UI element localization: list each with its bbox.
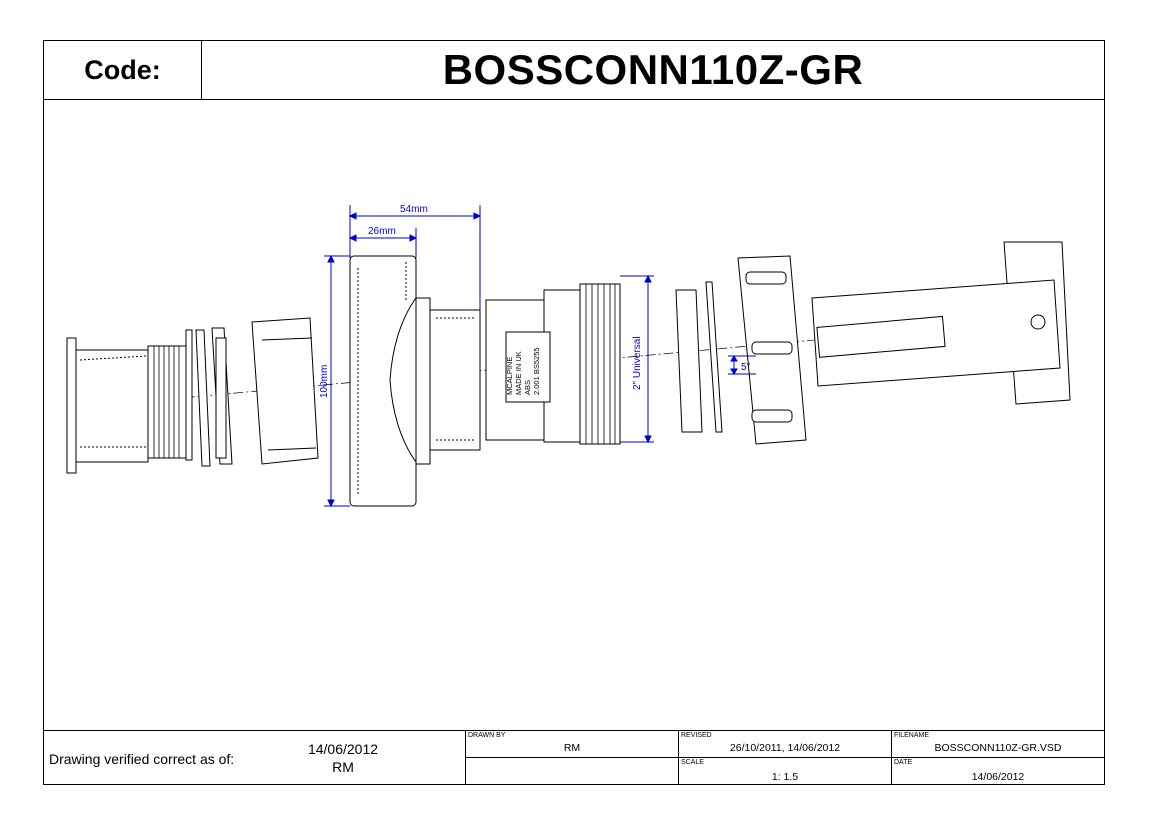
part-tail [811, 241, 1071, 405]
scale-label: SCALE [681, 759, 704, 766]
scale-cell: SCALE 1: 1.5 [679, 758, 892, 785]
title-block-holder: Drawing verified correct as of: 14/06/20… [43, 40, 1105, 785]
revised-cell: REVISED 26/10/2011, 14/06/2012 [679, 731, 892, 758]
header-row: Code: BOSSCONN110Z-GR [44, 41, 1104, 100]
verified-date: 14/06/2012 [307, 741, 379, 757]
date-label: DATE [894, 759, 913, 766]
drawn-by-label: DRAWN BY [468, 732, 506, 739]
part-washers [195, 327, 233, 467]
code-label: Code: [44, 41, 202, 99]
drawing-frame: Code: BOSSCONN110Z-GR [43, 40, 1105, 785]
date-cell: DATE 14/06/2012 [892, 758, 1104, 785]
scale-value: 1: 1.5 [771, 771, 799, 783]
verified-cell: Drawing verified correct as of: 14/06/20… [43, 731, 466, 785]
part-right-washers [675, 281, 723, 433]
filename-label: FILENAME [894, 732, 930, 739]
verified-by: RM [332, 759, 354, 775]
title-block: Drawing verified correct as of: 14/06/20… [43, 730, 1105, 785]
empty-cell [466, 758, 679, 785]
marking-line-3: ABS [523, 380, 532, 395]
dimension-54mm: 54mm [400, 204, 428, 215]
revised-label: REVISED [681, 732, 712, 739]
dimension-26mm: 26mm [368, 226, 396, 237]
marking-line-1: MCALPINE [505, 357, 514, 395]
part-seal [251, 317, 319, 465]
marking-line-2: MADE IN UK [514, 351, 523, 395]
part-threaded-connector [485, 283, 621, 445]
verified-label: Drawing verified correct as of: [49, 751, 235, 767]
revised-value: 26/10/2011, 14/06/2012 [729, 742, 841, 754]
dimension-angle: 5° [741, 362, 751, 373]
marking-line-4: 2.001 BS5255 [532, 347, 541, 395]
part-boss-body [349, 255, 481, 507]
product-code: BOSSCONN110Z-GR [442, 46, 864, 93]
dimension-100mm: 100mm [319, 365, 330, 398]
drawn-by-cell: DRAWN BY RM [466, 731, 679, 758]
date-value: 14/06/2012 [971, 771, 1025, 783]
part-union-nut [737, 255, 807, 445]
part-back-nut [66, 329, 193, 474]
filename-cell: FILENAME BOSSCONN110Z-GR.VSD [892, 731, 1104, 758]
drawn-by-value: RM [563, 742, 581, 754]
filename-value: BOSSCONN110Z-GR.VSD [934, 742, 1062, 754]
dimension-universal: 2" Universal [632, 336, 643, 390]
